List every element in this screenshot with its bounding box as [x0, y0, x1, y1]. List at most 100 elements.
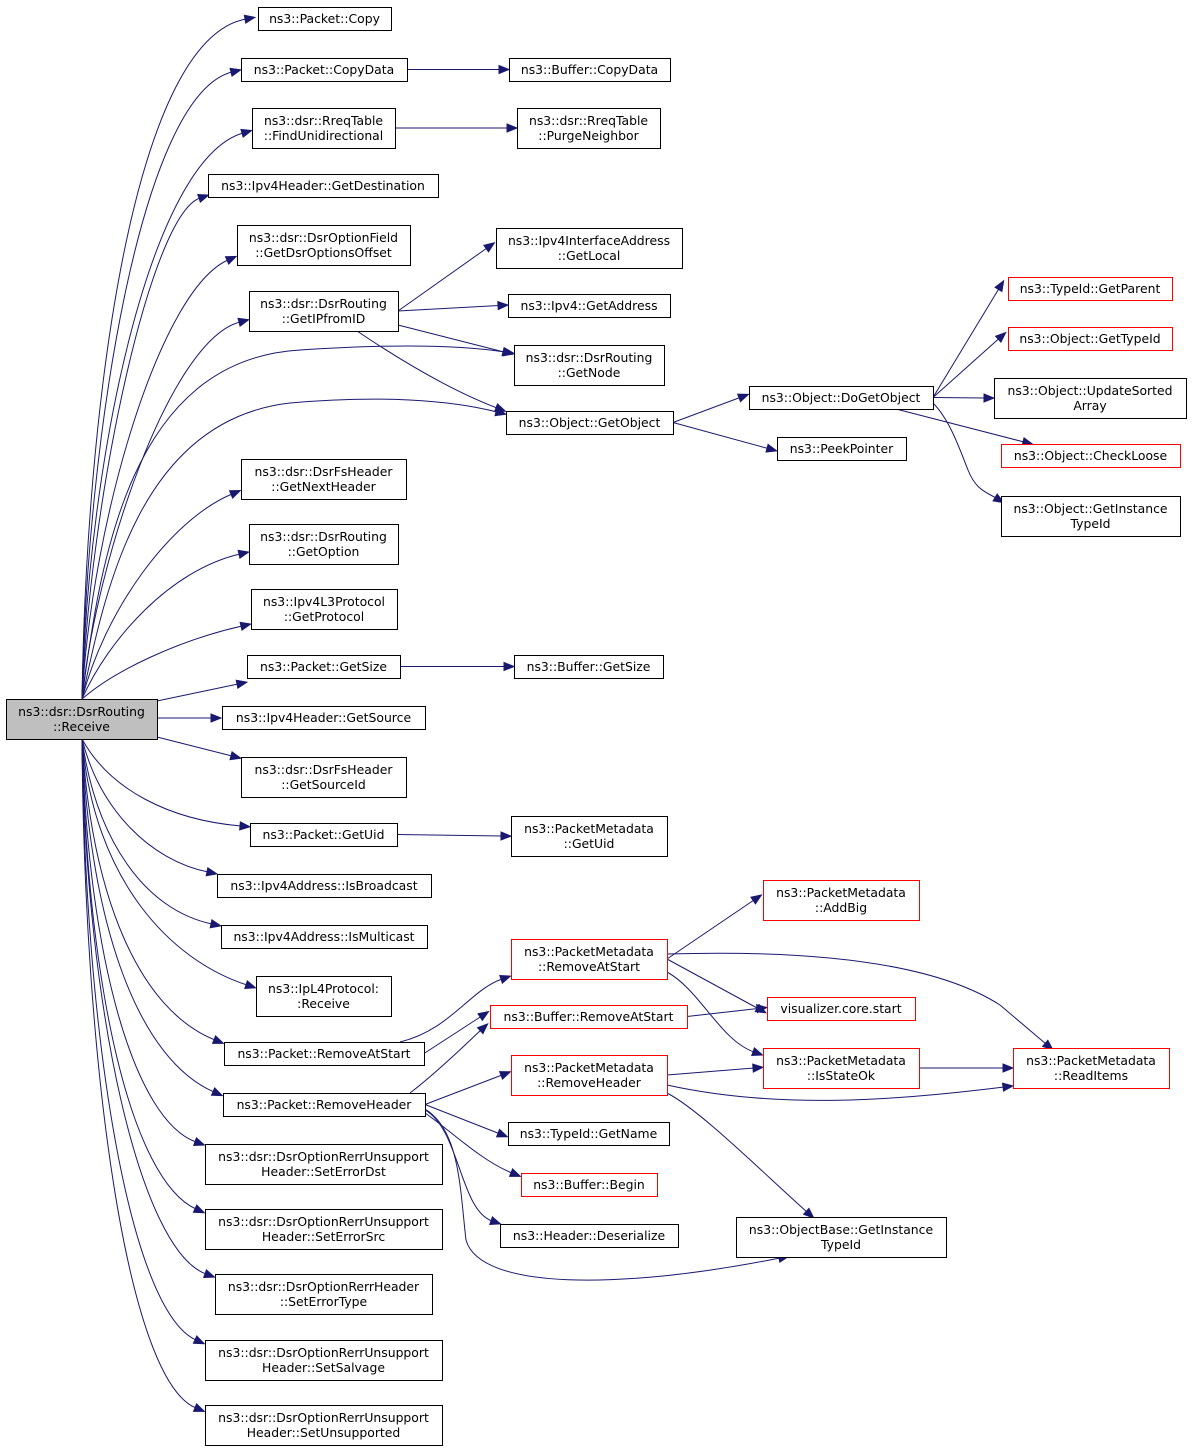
edge-dogetobject-to-objgetinst: [932, 402, 1005, 504]
node-pktremovehdr[interactable]: ns3::Packet::RemoveHeader: [223, 1093, 426, 1117]
node-label: ns3::TypeId::GetName: [520, 1126, 658, 1141]
node-box: [1013, 1048, 1170, 1089]
node-setunsupported[interactable]: ns3::dsr::DsrOptionRerrUnsupportHeader::…: [205, 1405, 443, 1446]
node-vizstart[interactable]: visualizer.core.start: [767, 997, 916, 1021]
node-seterrortype[interactable]: ns3::dsr::DsrOptionRerrHeader::SetErrorT…: [215, 1274, 433, 1315]
call-edges: [81, 14, 1054, 1412]
node-box: [215, 1274, 433, 1315]
node-label: ns3::dsr::DsrRouting: [260, 529, 387, 544]
edge-line: [81, 738, 216, 1041]
edge-arrowhead: [493, 403, 507, 412]
node-getaddress[interactable]: ns3::Ipv4::GetAddress: [508, 294, 671, 318]
node-label: ns3::Buffer::Begin: [533, 1177, 645, 1192]
edge-line: [81, 259, 229, 700]
node-label: ns3::dsr::RreqTable: [264, 113, 383, 128]
edge-pmremovehdr-to-pmreaditems: [666, 1082, 1015, 1101]
edge-arrowhead: [211, 1035, 225, 1044]
node-label: ::GetIPfromID: [282, 311, 366, 326]
edge-line: [666, 1092, 808, 1213]
node-isbroadcast[interactable]: ns3::Ipv4Address::IsBroadcast: [217, 874, 432, 898]
node-getsize[interactable]: ns3::Packet::GetSize: [247, 655, 401, 679]
edge-line: [81, 18, 247, 700]
node-label: ns3::dsr::DsrOptionRerrUnsupport: [218, 1345, 429, 1360]
node-pmaddbig[interactable]: ns3::PacketMetadata::AddBig: [763, 880, 920, 921]
node-bufbegin[interactable]: ns3::Buffer::Begin: [521, 1173, 658, 1197]
node-getobject[interactable]: ns3::Object::GetObject: [506, 411, 674, 435]
node-typeidgetname[interactable]: ns3::TypeId::GetName: [508, 1122, 670, 1146]
node-pmremovehdr[interactable]: ns3::PacketMetadata::RemoveHeader: [511, 1055, 668, 1096]
node-label: ns3::Packet::Copy: [269, 11, 380, 26]
node-box: [1001, 496, 1181, 537]
node-label: ::SetErrorType: [280, 1294, 367, 1309]
node-seterrordst[interactable]: ns3::dsr::DsrOptionRerrUnsupportHeader::…: [205, 1144, 443, 1185]
node-box: [223, 1093, 426, 1117]
edge-line: [424, 1104, 500, 1134]
edge-getipfromid-to-getaddress: [397, 300, 510, 312]
node-checkloose[interactable]: ns3::Object::CheckLoose: [1001, 444, 1181, 468]
node-getprotocol[interactable]: ns3::Ipv4L3Protocol::GetProtocol: [251, 589, 398, 630]
node-ipl4receive[interactable]: ns3::IpL4Protocol::Receive: [256, 976, 392, 1017]
node-ismulticast[interactable]: ns3::Ipv4Address::IsMulticast: [221, 925, 428, 949]
node-getsource[interactable]: ns3::Ipv4Header::GetSource: [222, 706, 426, 730]
node-dogetobject[interactable]: ns3::Object::DoGetObject: [749, 386, 934, 410]
node-getoption[interactable]: ns3::dsr::DsrRouting::GetOption: [249, 524, 399, 565]
node-root[interactable]: ns3::dsr::DsrRouting::Receive: [6, 699, 158, 740]
edge-line: [81, 738, 248, 986]
node-label: ns3::Packet::GetUid: [263, 827, 385, 842]
edge-line: [81, 321, 241, 700]
edge-root-to-findunidir: [81, 128, 253, 700]
node-getnode[interactable]: ns3::dsr::DsrRouting::GetNode: [514, 345, 665, 386]
node-setsalvage[interactable]: ns3::dsr::DsrOptionRerrUnsupportHeader::…: [205, 1340, 443, 1381]
node-copy[interactable]: ns3::Packet::Copy: [258, 7, 392, 31]
node-label: ns3::Buffer::RemoveAtStart: [504, 1009, 674, 1024]
node-peekpointer[interactable]: ns3::PeekPointer: [777, 437, 907, 461]
node-box: [500, 1224, 679, 1248]
node-getdsroff[interactable]: ns3::dsr::DsrOptionField::GetDsrOptionsO…: [237, 225, 411, 266]
edge-line: [81, 553, 241, 700]
edge-arrowhead: [229, 67, 243, 77]
edge-root-to-getuid: [81, 738, 252, 831]
node-pktremoveatstart[interactable]: ns3::Packet::RemoveAtStart: [224, 1042, 425, 1066]
edge-line: [81, 625, 243, 700]
node-purgeneigh[interactable]: ns3::dsr::RreqTable::PurgeNeighbor: [517, 108, 661, 149]
node-getuid[interactable]: ns3::Packet::GetUid: [250, 823, 398, 847]
node-getsourceid[interactable]: ns3::dsr::DsrFsHeader::GetSourceId: [241, 757, 407, 798]
node-pmisstateok[interactable]: ns3::PacketMetadata::IsStateOk: [763, 1048, 920, 1089]
node-seterrorsrc[interactable]: ns3::dsr::DsrOptionRerrUnsupportHeader::…: [205, 1209, 443, 1250]
node-bufgetsize[interactable]: ns3::Buffer::GetSize: [514, 655, 664, 679]
node-getipfromid[interactable]: ns3::dsr::DsrRouting::GetIPfromID: [249, 291, 399, 332]
node-getnexthdr[interactable]: ns3::dsr::DsrFsHeader::GetNextHeader: [241, 459, 407, 500]
node-label: ns3::Ipv4Header::GetDestination: [221, 178, 425, 193]
node-pmremoveatstart[interactable]: ns3::PacketMetadata::RemoveAtStart: [511, 939, 668, 980]
node-bufremoveatstart[interactable]: ns3::Buffer::RemoveAtStart: [490, 1005, 688, 1029]
node-gettypeid[interactable]: ns3::Object::GetTypeId: [1008, 327, 1173, 351]
node-getdest[interactable]: ns3::Ipv4Header::GetDestination: [208, 174, 439, 198]
edge-arrowhead: [202, 1269, 216, 1278]
node-copydata[interactable]: ns3::Packet::CopyData: [241, 58, 408, 82]
node-box: [521, 1173, 658, 1197]
edge-line: [397, 247, 488, 312]
node-label: ns3::dsr::DsrRouting: [260, 296, 387, 311]
node-label: Header::SetUnsupported: [247, 1425, 401, 1440]
edge-arrowhead: [205, 867, 219, 877]
node-box: [252, 108, 396, 149]
edge-line: [686, 1008, 759, 1017]
node-getlocal[interactable]: ns3::Ipv4InterfaceAddress::GetLocal: [496, 228, 683, 269]
edge-line: [672, 422, 769, 449]
edge-arrowhead: [192, 1335, 206, 1345]
node-pmgetuid[interactable]: ns3::PacketMetadata::GetUid: [511, 816, 668, 857]
node-pmreaditems[interactable]: ns3::PacketMetadata::ReadItems: [1013, 1048, 1170, 1089]
edge-root-to-getsource: [157, 713, 223, 723]
node-label: :Receive: [297, 996, 350, 1011]
node-hdrdeser[interactable]: ns3::Header::Deserialize: [500, 1224, 679, 1248]
node-findunidir[interactable]: ns3::dsr::RreqTable::FindUnidirectional: [252, 108, 396, 149]
node-bufcopydata[interactable]: ns3::Buffer::CopyData: [509, 58, 671, 82]
node-getparent[interactable]: ns3::TypeId::GetParent: [1008, 277, 1173, 301]
edge-arrowhead: [1001, 1082, 1015, 1092]
edge-arrowhead: [192, 1204, 206, 1214]
edge-line: [81, 738, 197, 1143]
edge-arrowhead: [239, 621, 253, 631]
